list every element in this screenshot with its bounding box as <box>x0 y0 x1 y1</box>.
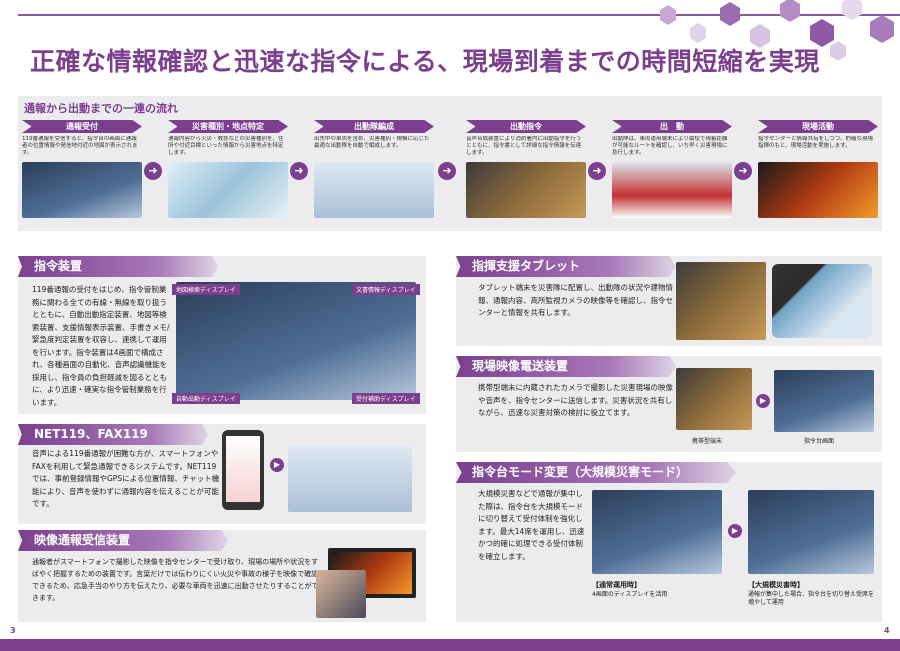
panel-text: タブレット端末を災害隊に配置し、出動隊の状況や建物情報、通報内容、高所監視カメラ… <box>478 283 673 317</box>
tablet-user-photo <box>676 262 766 340</box>
page-number-left: 3 <box>10 626 16 635</box>
panel-video-reception: 映像通報受信装置 通報者がスマートフォンで撮影した映像を指令センターで受け取り、… <box>18 530 426 622</box>
step-photo <box>168 162 288 218</box>
step-photo <box>466 162 586 218</box>
flow-step-deploy: 出 動 出動隊は、車両運用端末により最短で現着距離が可能なルートを確認し、いち早… <box>612 120 732 218</box>
arrow-right-icon: ➜ <box>290 162 308 180</box>
flow-step-command: 出動指令 音声合成装置により消防署内に出動指令を行うとともに、指令書として詳細な… <box>466 120 586 218</box>
command-screen-photo <box>774 370 874 432</box>
step-label: 出 動 <box>612 120 732 133</box>
panel-mode-change: 指令台モード変更（大規模災害モード） 大規模災害などで通報が集中した際は、指令台… <box>456 462 882 622</box>
flow-title: 通報から出動までの一連の流れ <box>24 102 178 115</box>
top-rule <box>18 14 900 16</box>
normal-mode-desc: 4画面のディスプレイを活用 <box>592 591 668 598</box>
command-desk-photo <box>176 282 416 400</box>
panel-net119: NET119、FAX119 音声による119番通報が困難な方が、スマートフォンや… <box>18 424 426 524</box>
caption-screen: 指令台画面 <box>804 438 835 445</box>
flow-step-dispatch-team: 出動隊編成 出先中の車両を含め、災害種別・規模に応じた最適な出動隊を自動で編成し… <box>314 120 434 218</box>
step-desc: 出先中の車両を含め、災害種別・規模に応じた最適な出動隊を自動で編成します。 <box>314 136 430 149</box>
panel-text: 携帯型端末に内蔵されたカメラで撮影した災害現場の映像や音声を、指令センターに送信… <box>478 383 673 417</box>
arrow-right-icon: ➜ <box>438 162 456 180</box>
large-mode-desc: 通報が集中した場合、指令台を切り替え受席を増やして運用 <box>748 591 875 606</box>
panel-title: 現場映像電送装置 <box>456 356 676 377</box>
step-label: 通報受付 <box>22 120 142 133</box>
step-photo <box>314 162 434 218</box>
caption-assist: 受付補助ディスプレイ <box>352 393 420 404</box>
footer-bar <box>0 639 900 651</box>
arrow-right-icon: ➜ <box>588 162 606 180</box>
caption-map: 地図検索ディスプレイ <box>172 284 240 295</box>
caption-portable: 携帯型端末 <box>692 438 723 445</box>
step-desc: 119番通報を受信すると、指令台の画面に通報者の位置情報や発信地付近の地図が表示… <box>22 136 138 156</box>
step-label: 出動指令 <box>466 120 586 133</box>
step-photo <box>612 162 732 218</box>
arrow-right-icon: ▶ <box>728 524 742 538</box>
step-photo <box>22 162 142 218</box>
normal-mode-label: 【通常運用時】 <box>592 581 641 589</box>
step-label: 災害種別・地点特定 <box>168 120 288 133</box>
panel-command-system: 指令装置 119番通報の受付をはじめ、指令管制業務に関わる全ての有線・無線を取り… <box>18 256 426 414</box>
panel-text: 通報者がスマートフォンで撮影した映像を指令センターで受け取り、現場の場所や状況を… <box>32 558 319 602</box>
page-headline: 正確な情報確認と迅速な指令による、現場到着までの時間短縮を実現 <box>30 47 820 76</box>
step-desc: 出動隊は、車両運用端末により最短で現着距離が可能なルートを確認し、いち早く災害現… <box>612 136 728 156</box>
step-photo <box>758 162 878 218</box>
step-desc: 通報内容から火災・救急などの災害種別を、住所や付近目標といった情報から災害地点を… <box>168 136 284 156</box>
flow-section: 通報から出動までの一連の流れ 通報受付 119番通報を受信すると、指令台の画面に… <box>18 96 882 231</box>
panel-title: 指揮支援タブレット <box>456 256 676 277</box>
step-desc: 音声合成装置により消防署内に出動指令を行うとともに、指令書として詳細な指令情報を… <box>466 136 582 156</box>
panel-text: 音声による119番通報が困難な方が、スマートフォンやFAXを利用して緊急通報でき… <box>32 449 220 508</box>
hexagon-decoration <box>660 0 894 60</box>
arrow-right-icon: ▶ <box>270 458 284 472</box>
step-desc: 指令センターと情報共有をしつつ、的確な現場指揮のもと、現場活動を実施します。 <box>758 136 873 149</box>
step-label: 出動隊編成 <box>314 120 434 133</box>
arrow-right-icon: ➜ <box>144 162 162 180</box>
page-number-right: 4 <box>884 626 890 635</box>
flow-step-field: 現場活動 指令センターと情報共有をしつつ、的確な現場指揮のもと、現場活動を実施し… <box>758 120 878 218</box>
panel-title: 指令装置 <box>18 256 218 277</box>
caption-doc: 文書情報ディスプレイ <box>352 284 420 295</box>
panel-title: NET119、FAX119 <box>18 424 208 445</box>
arrow-right-icon: ➜ <box>734 162 752 180</box>
panel-title: 指令台モード変更（大規模災害モード） <box>456 462 736 483</box>
panel-live-video: 現場映像電送装置 携帯型端末に内蔵されたカメラで撮影した災害現場の映像や音声を、… <box>456 356 882 452</box>
panel-text: 大規模災害などで通報が集中した際は、指令台を大規模モードに切り替えて受付体制を強… <box>478 489 585 561</box>
panel-tablet: 指揮支援タブレット タブレット端末を災害隊に配置し、出動隊の状況や建物情報、通報… <box>456 256 882 346</box>
panel-text: 119番通報の受付をはじめ、指令管制業務に関わる全ての有線・無線を取り扱うととも… <box>32 285 170 407</box>
flow-step-reception: 通報受付 119番通報を受信すると、指令台の画面に通報者の位置情報や発信地付近の… <box>22 120 142 218</box>
net119-screen-image <box>288 446 412 512</box>
tablet-device-image <box>772 264 872 338</box>
step-label: 現場活動 <box>758 120 878 133</box>
smartphone-image <box>222 430 264 510</box>
normal-mode-photo <box>592 490 722 574</box>
flow-step-identify: 災害種別・地点特定 通報内容から火災・救急などの災害種別を、住所や付近目標といっ… <box>168 120 288 218</box>
arrow-right-icon: ▶ <box>756 394 770 408</box>
caption-auto: 自動出動ディスプレイ <box>172 393 240 404</box>
field-camera-photo <box>676 368 752 430</box>
panel-title: 映像通報受信装置 <box>18 530 228 551</box>
operator-image <box>316 570 366 618</box>
large-mode-label: 【大規模災害時】 <box>748 581 804 589</box>
large-mode-photo <box>748 490 874 574</box>
